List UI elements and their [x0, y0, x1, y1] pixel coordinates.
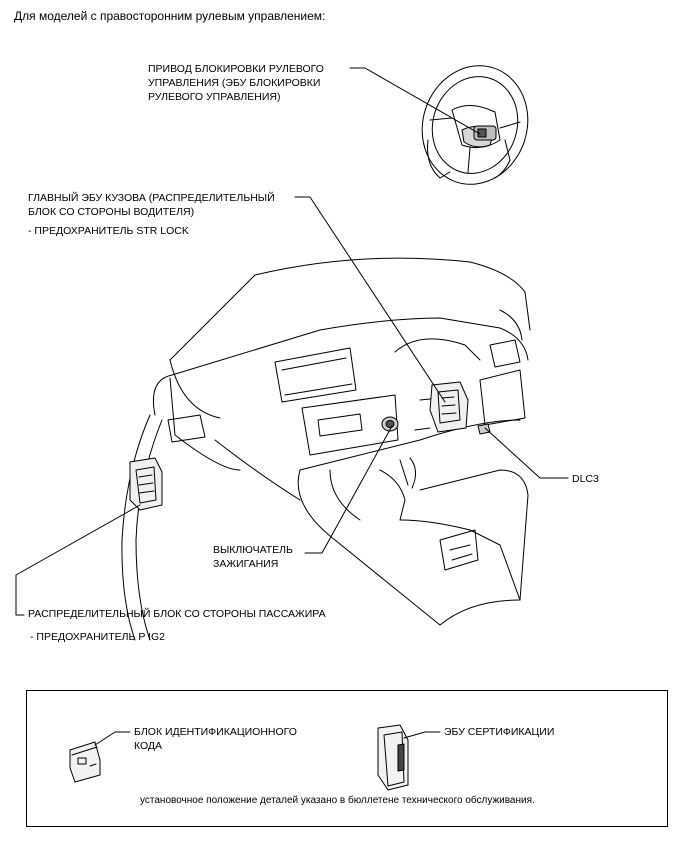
- fuse-p-ig2-label: - ПРЕДОХРАНИТЕЛЬ P IG2: [30, 631, 165, 643]
- leader-lines: [15, 67, 569, 616]
- steering-wheel-drawing: [421, 65, 529, 185]
- main-body-ecu-label: ГЛАВНЫЙ ЭБУ КУЗОВА (РАСПРЕДЕЛИТЕЛЬНЫЙ БЛ…: [28, 192, 275, 218]
- id-code-box-drawing: [69, 741, 101, 783]
- legend-leader-lines: [94, 731, 441, 746]
- certification-ecu-drawing: [377, 724, 409, 791]
- legend-box: [26, 690, 668, 827]
- passenger-junction-block-drawing: [129, 457, 163, 511]
- ignition-switch-label: ВЫКЛЮЧАТЕЛЬ ЗАЖИГАНИЯ: [213, 544, 293, 570]
- legend-note: установочное положение деталей указано в…: [140, 795, 535, 806]
- id-code-box-label: БЛОК ИДЕНТИФИКАЦИОННОГО КОДА: [134, 726, 297, 752]
- passenger-jb-label: РАСПРЕДЕЛИТЕЛЬНЫЙ БЛОК СО СТОРОНЫ ПАССАЖ…: [28, 608, 326, 620]
- page-title: Для моделей с правосторонним рулевым упр…: [14, 9, 326, 23]
- dlc3-label: DLC3: [572, 473, 599, 485]
- fuse-str-lock-label: - ПРЕДОХРАНИТЕЛЬ STR LOCK: [28, 225, 189, 237]
- steering-lock-label: ПРИВОД БЛОКИРОВКИ РУЛЕВОГО УПРАВЛЕНИЯ (Э…: [148, 63, 324, 103]
- driver-junction-block-drawing: [429, 381, 469, 433]
- ignition-switch-drawing: [381, 416, 399, 432]
- dashboard-drawing: [121, 257, 531, 641]
- dlc3-drawing: [477, 423, 491, 435]
- certification-ecu-label: ЭБУ СЕРТИФИКАЦИИ: [444, 726, 555, 738]
